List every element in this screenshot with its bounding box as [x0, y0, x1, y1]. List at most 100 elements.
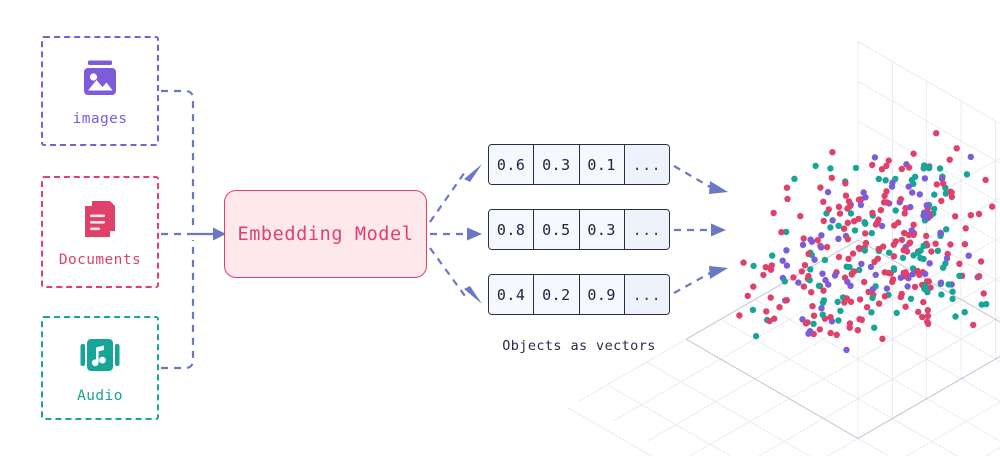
vector-row-3: 0.4 0.2 0.9 ... [488, 274, 670, 315]
vector-point [982, 176, 989, 184]
vector-point [847, 210, 855, 217]
vector-point [778, 229, 785, 236]
vector-point [943, 255, 951, 262]
vector-point [898, 290, 905, 298]
grid-line [857, 438, 890, 456]
vector-point [827, 329, 834, 337]
vector-cell: 0.9 [579, 275, 625, 314]
connector-model-to-vector-1 [429, 171, 466, 223]
vector-cell: 0.3 [579, 210, 625, 249]
source-label-audio: Audio [77, 388, 123, 404]
vector-point [875, 175, 882, 183]
vector-point [795, 279, 802, 286]
vector-point [869, 286, 877, 293]
vector-point [934, 247, 942, 254]
vector-point [805, 330, 812, 337]
vector-point [900, 269, 907, 277]
vector-point [916, 191, 923, 198]
vector-point [920, 242, 927, 250]
vector-point [834, 298, 841, 305]
vector-point [952, 213, 959, 220]
grid-line [612, 358, 721, 422]
vector-point [931, 205, 938, 213]
vector-point [805, 250, 812, 258]
vector-point [809, 303, 816, 310]
source-box-documents[interactable]: Documents [41, 176, 159, 288]
grid-line [689, 398, 790, 456]
vector-point [812, 162, 819, 170]
grid-line [646, 361, 811, 456]
vector-point [927, 284, 934, 291]
vector-point [899, 254, 907, 262]
vector-point [861, 278, 868, 286]
grid-line [685, 239, 859, 340]
vector-point [827, 165, 834, 172]
vector-point [921, 175, 929, 182]
vector-point [901, 229, 908, 237]
vector-point [883, 199, 891, 206]
vector-cell: 0.5 [534, 210, 580, 249]
grid-line [905, 401, 1000, 456]
vector-point [817, 184, 824, 191]
vector-point [881, 269, 888, 276]
vector-point [906, 240, 913, 247]
grid-line [995, 358, 1000, 363]
vector-point [850, 268, 858, 275]
vector-point [910, 150, 917, 157]
vector-point [938, 197, 945, 205]
vector-point [956, 272, 963, 280]
vector-point [967, 153, 974, 161]
grid-line [685, 338, 859, 439]
vector-point [750, 283, 757, 290]
vector-point [897, 274, 904, 281]
vector-point [989, 203, 996, 210]
vector-point [874, 219, 881, 226]
vector-point [831, 272, 839, 279]
vector-point [922, 270, 929, 278]
vector-point [908, 227, 915, 234]
embedding-model-node[interactable]: Embedding Model [224, 190, 427, 278]
vector-point [893, 309, 900, 317]
vector-point [883, 285, 891, 292]
vector-point [882, 177, 889, 184]
connector-model-to-vector-3 [429, 247, 466, 297]
vector-point [776, 304, 783, 311]
source-box-images[interactable]: images [41, 36, 159, 146]
vector-point [851, 227, 859, 234]
vector-point [824, 188, 832, 196]
vector-point [940, 180, 947, 187]
vector-cell: 0.4 [489, 275, 535, 314]
vector-point [931, 191, 938, 198]
vector-point [905, 183, 912, 190]
vector-point [885, 157, 892, 164]
vector-point [781, 278, 788, 285]
vector-point [819, 299, 827, 306]
source-box-audio[interactable]: Audio [41, 316, 159, 420]
vector-point [835, 222, 842, 229]
vector-point [924, 318, 931, 326]
vector-point [909, 189, 916, 196]
grid-line [926, 398, 1000, 442]
vector-point [749, 306, 757, 314]
vector-point [945, 281, 952, 288]
grid-line [754, 299, 927, 400]
grid-line [857, 239, 1000, 323]
vector-point [819, 270, 826, 277]
vector-point [942, 260, 949, 267]
vector-point [858, 316, 865, 323]
vector-point [879, 335, 886, 342]
vector-cell-ellipsis: ... [624, 145, 669, 184]
vector-point [976, 273, 983, 280]
vector-point [769, 252, 776, 259]
grid-line [857, 160, 1000, 244]
vector-point [898, 236, 906, 244]
vector-point [949, 288, 956, 295]
vector-point [861, 219, 868, 226]
grid-line [567, 407, 653, 456]
vector-point [932, 240, 939, 247]
vector-point [849, 250, 857, 257]
vector-point [820, 198, 827, 205]
vector-point [805, 272, 812, 280]
vector-point [890, 253, 898, 260]
